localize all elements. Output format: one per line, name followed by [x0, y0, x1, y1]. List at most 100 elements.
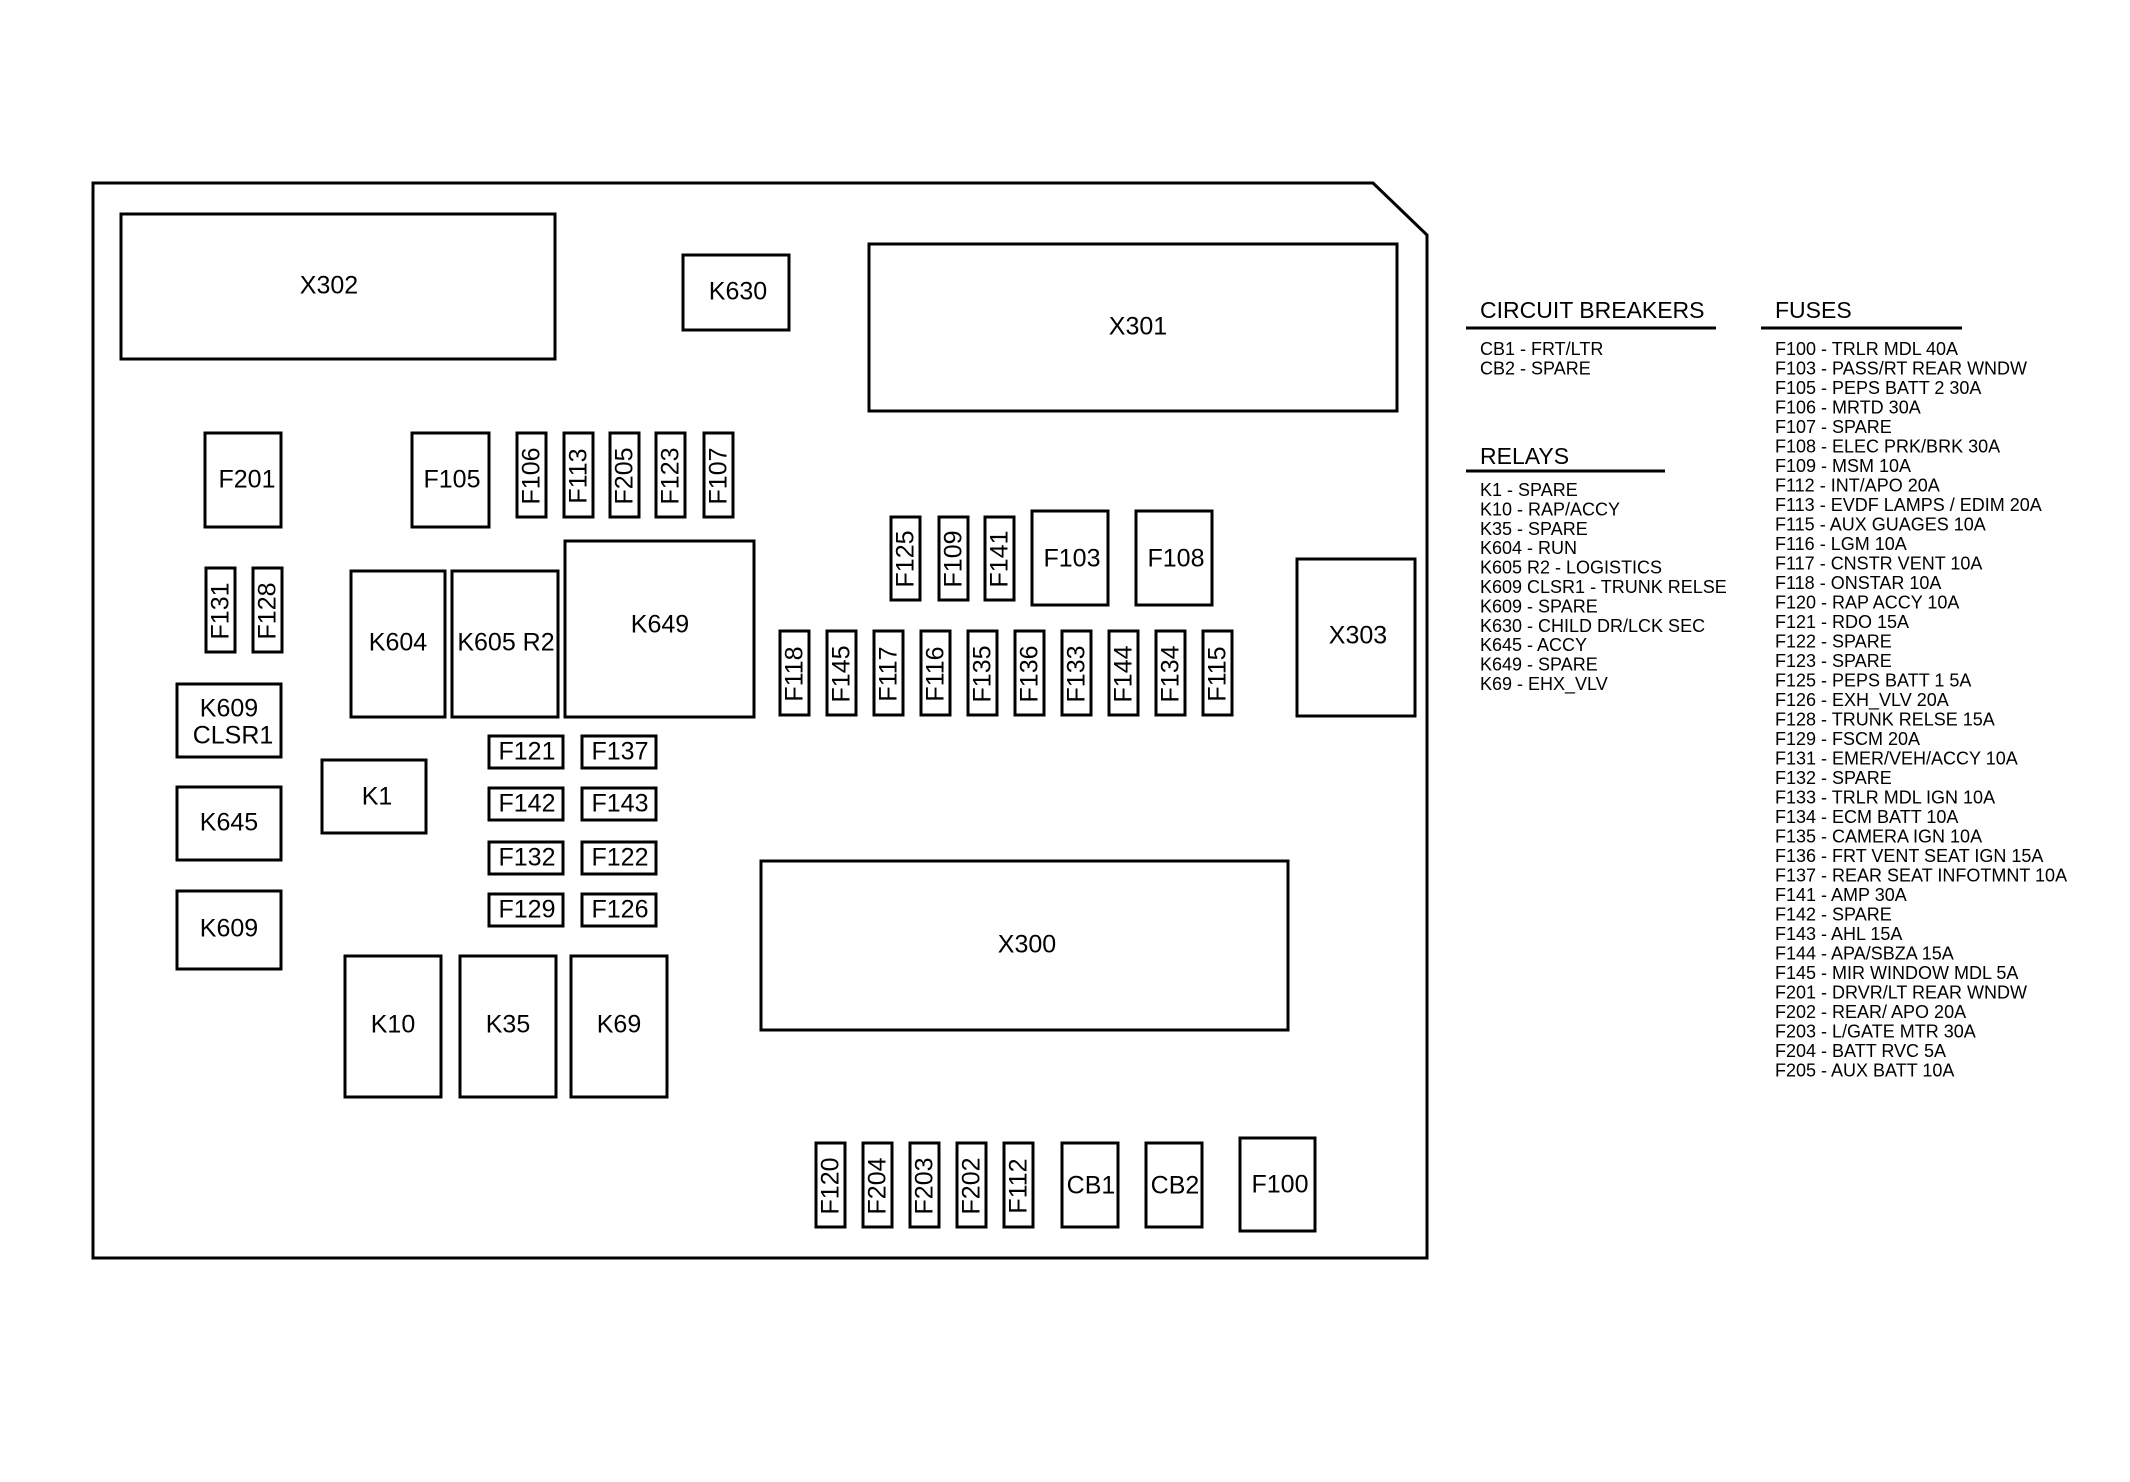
- fuses-legend-title: FUSES: [1775, 297, 1852, 323]
- label-f201: F201: [219, 466, 276, 494]
- relays-legend-item: K630 - CHILD DR/LCK SEC: [1480, 616, 1705, 636]
- breaker-cb1: [1060, 1141, 1120, 1229]
- label-f205: F205: [611, 448, 639, 505]
- label-f116: F116: [922, 646, 950, 701]
- fuses-legend-item: F136 - FRT VENT SEAT IGN 15A: [1775, 846, 2043, 866]
- fuses-legend-item: F137 - REAR SEAT INFOTMNT 10A: [1775, 866, 2067, 886]
- fuse-f107: [702, 431, 735, 519]
- fuse-f120: [814, 1141, 847, 1229]
- fuse-f129: [487, 892, 565, 928]
- label-f203: F203: [911, 1158, 939, 1215]
- fuse-f128: [251, 566, 284, 654]
- fuses-legend-item: F203 - L/GATE MTR 30A: [1775, 1022, 1976, 1042]
- label-f117: F117: [875, 646, 903, 701]
- relay-k609-clsr1: [175, 682, 283, 759]
- label-f115: F115: [1204, 646, 1232, 701]
- label-f128: F128: [254, 583, 282, 640]
- relay-k645: [175, 785, 283, 862]
- label-f125: F125: [892, 531, 920, 588]
- fuse-f121: [487, 734, 565, 770]
- fuses-legend-item: F131 - EMER/VEH/ACCY 10A: [1775, 749, 2018, 769]
- relays-legend-item: K69 - EHX_VLV: [1480, 674, 1608, 695]
- label-f133: F133: [1063, 646, 1091, 703]
- fuses-legend-item: F132 - SPARE: [1775, 768, 1892, 788]
- label-k35: K35: [486, 1011, 530, 1039]
- breakers-legend-item: CB2 - SPARE: [1480, 359, 1591, 379]
- label-k605-r2: K605 R2: [457, 629, 554, 657]
- fuses-legend-item: F129 - FSCM 20A: [1775, 729, 1920, 749]
- label-k630: K630: [709, 278, 767, 306]
- label-f131: F131: [207, 583, 235, 640]
- fuses-legend-item: F123 - SPARE: [1775, 651, 1892, 671]
- label-f107: F107: [705, 448, 733, 505]
- fuses-legend-item: F145 - MIR WINDOW MDL 5A: [1775, 963, 2018, 983]
- fuse-f126: [580, 892, 658, 928]
- fuses-legend-item: F205 - AUX BATT 10A: [1775, 1061, 1954, 1081]
- fuses-legend-item: F115 - AUX GUAGES 10A: [1775, 515, 1986, 535]
- fuse-f108: [1134, 509, 1214, 607]
- fuses-legend-item: F144 - APA/SBZA 15A: [1775, 944, 1954, 964]
- fuse-f116: [919, 629, 952, 717]
- fuses-legend-item: F105 - PEPS BATT 2 30A: [1775, 378, 1981, 398]
- label-f144: F144: [1110, 645, 1138, 702]
- fuses-legend-item: F121 - RDO 15A: [1775, 612, 1909, 632]
- relay-k630: [681, 253, 791, 332]
- fuse-f105: [410, 431, 491, 529]
- fuse-f106: [515, 431, 548, 519]
- relays-legend-item: K645 - ACCY: [1480, 635, 1587, 655]
- fuses-legend-item: F204 - BATT RVC 5A: [1775, 1041, 1946, 1061]
- relays-legend-item: K10 - RAP/ACCY: [1480, 499, 1620, 519]
- fuse-f134: [1154, 629, 1187, 717]
- label-f118: F118: [781, 646, 809, 701]
- relay-k1: [320, 758, 428, 835]
- label-f141: F141: [986, 531, 1014, 588]
- fuse-f100: [1238, 1136, 1317, 1233]
- label-k645: K645: [200, 809, 258, 837]
- fuse-f123: [654, 431, 687, 519]
- label-f120: F120: [817, 1158, 845, 1215]
- fuse-f142: [487, 786, 565, 822]
- label-f106: F106: [518, 448, 546, 505]
- fuse-box-outline: [91, 181, 1429, 1260]
- fuse-f132: [487, 840, 565, 876]
- fuses-legend-item: F201 - DRVR/LT REAR WNDW: [1775, 983, 2027, 1003]
- label-f112: F112: [1005, 1158, 1033, 1213]
- fuses-legend-item: F202 - REAR/ APO 20A: [1775, 1002, 1966, 1022]
- fuses-legend-item: F126 - EXH_VLV 20A: [1775, 690, 1949, 711]
- fuses-legend-item: F113 - EVDF LAMPS / EDIM 20A: [1775, 495, 2042, 515]
- label-f109: F109: [940, 531, 968, 588]
- fuse-f122: [580, 840, 658, 876]
- label-f108: F108: [1148, 545, 1205, 573]
- fuse-f136: [1013, 629, 1046, 717]
- fuses-legend-item: F107 - SPARE: [1775, 417, 1892, 437]
- label-k649: K649: [631, 611, 689, 639]
- label-k609-clsr1-line2: CLSR1: [193, 722, 274, 750]
- fuse-f117: [872, 629, 905, 717]
- connector-x302: [119, 212, 557, 361]
- connector-x300: [759, 859, 1290, 1032]
- fuse-f131: [204, 566, 237, 654]
- label-x303: X303: [1329, 622, 1387, 650]
- breakers-legend-title: CIRCUIT BREAKERS: [1480, 297, 1705, 323]
- relays-legend-item: K1 - SPARE: [1480, 480, 1578, 500]
- label-cb1: CB1: [1067, 1172, 1116, 1200]
- fuse-f203: [908, 1141, 941, 1229]
- label-f123: F123: [657, 448, 685, 505]
- label-k1: K1: [362, 783, 393, 811]
- label-f145: F145: [828, 646, 856, 703]
- label-f113: F113: [565, 448, 593, 503]
- fuses-legend-item: F135 - CAMERA IGN 10A: [1775, 827, 1982, 847]
- fuses-legend-item: F100 - TRLR MDL 40A: [1775, 339, 1958, 359]
- fuse-f112: [1002, 1141, 1035, 1229]
- fuses-legend-item: F109 - MSM 10A: [1775, 456, 1911, 476]
- fuse-f201: [203, 431, 283, 529]
- breaker-cb2: [1144, 1141, 1204, 1229]
- label-f105: F105: [424, 466, 481, 494]
- relays-legend-item: K35 - SPARE: [1480, 519, 1588, 539]
- relays-legend-item: K609 CLSR1 - TRUNK RELSE: [1480, 577, 1727, 597]
- relay-k35: [458, 954, 558, 1099]
- label-f100: F100: [1252, 1171, 1309, 1199]
- fuse-f133: [1060, 629, 1093, 717]
- fuses-legend-item: F118 - ONSTAR 10A: [1775, 573, 1941, 593]
